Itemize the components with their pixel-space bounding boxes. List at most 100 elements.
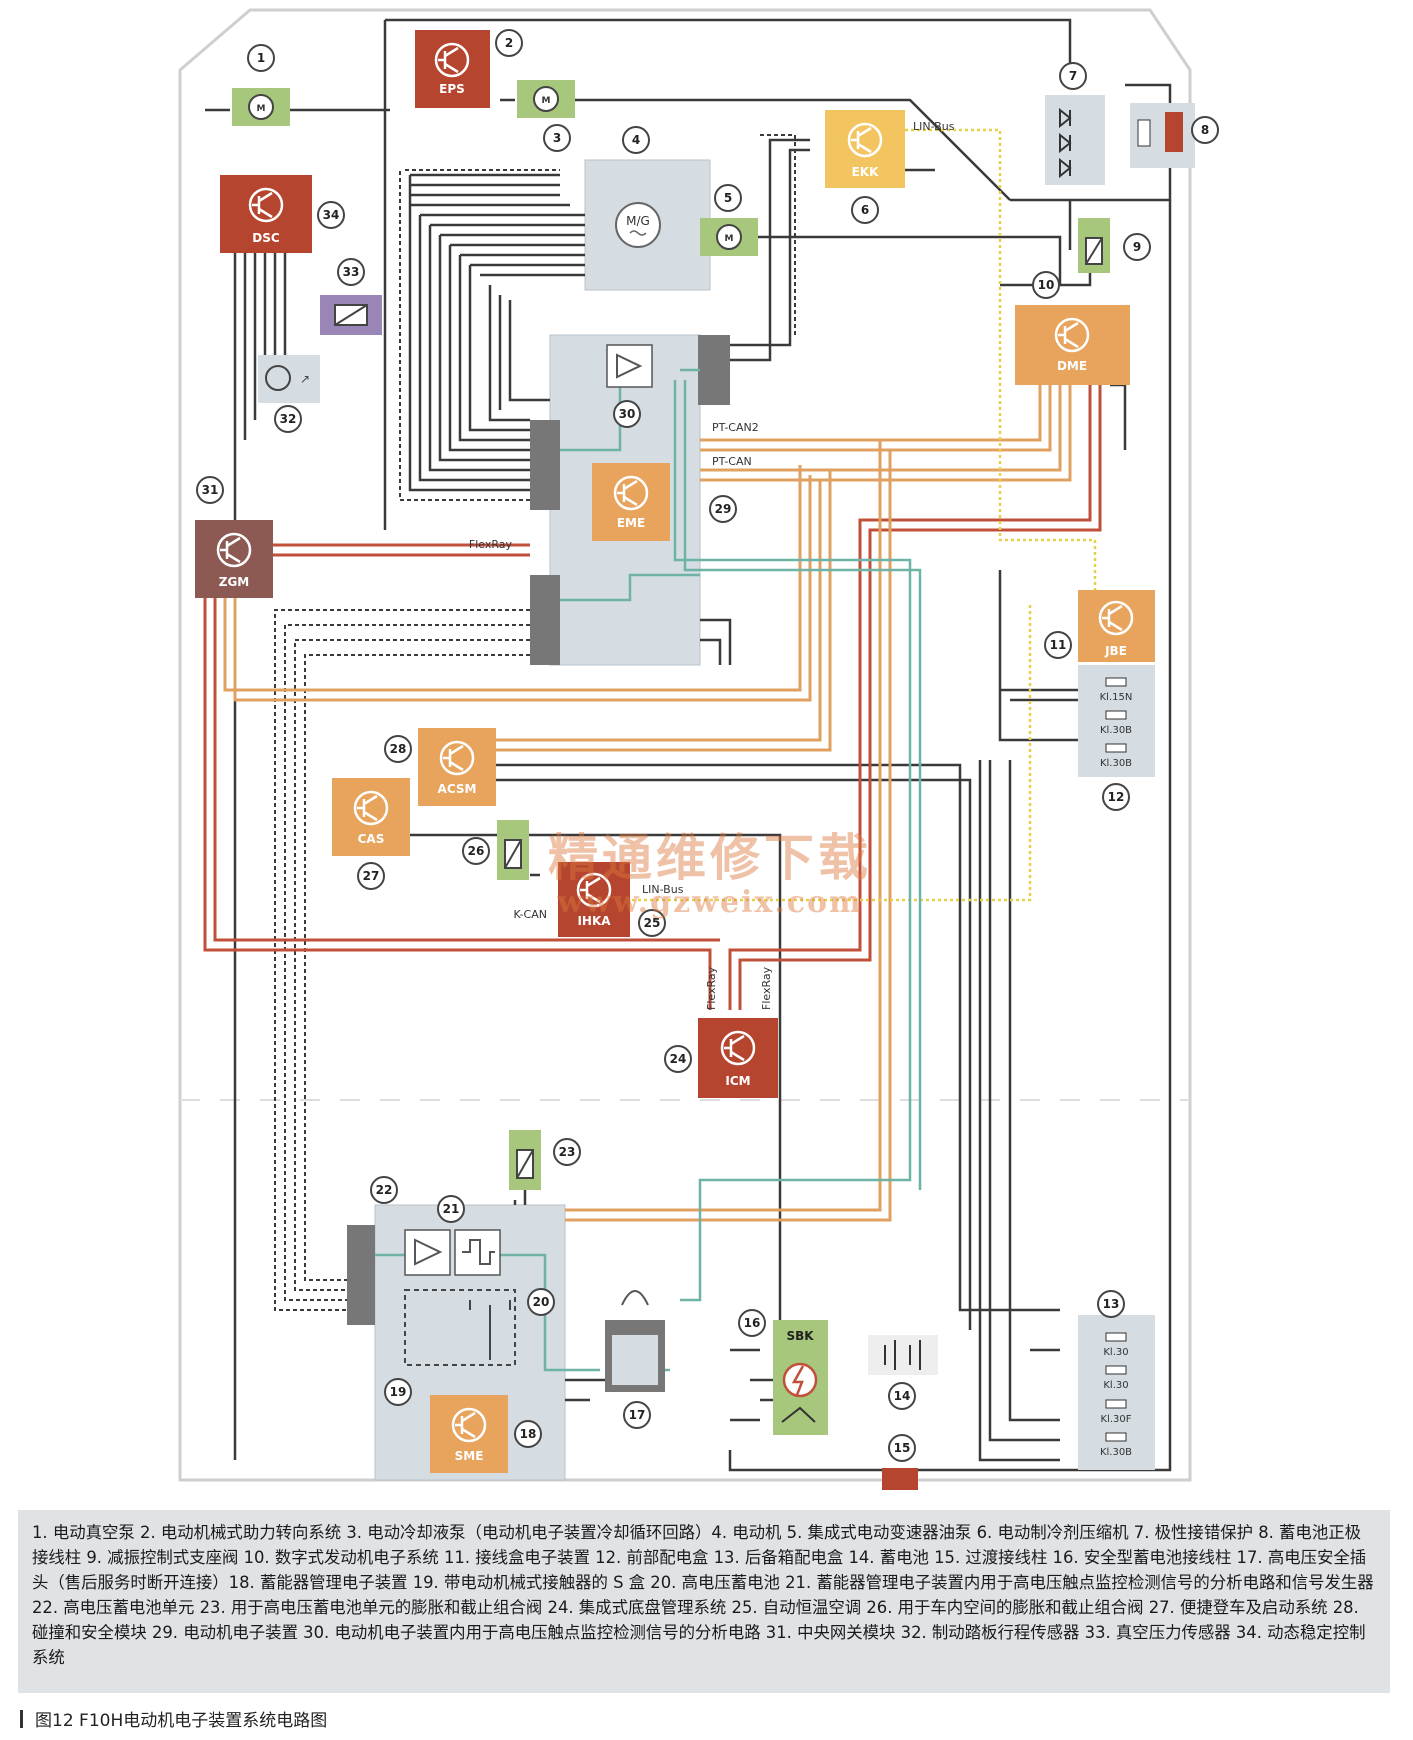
caption-text: 图12 F10H电动机电子装置系统电路图 <box>35 1711 328 1731</box>
callout-number: 15 <box>894 1441 911 1455</box>
hv-safety-plug <box>605 1290 665 1392</box>
ecu-eme: EME <box>592 463 670 541</box>
svg-text:EPS: EPS <box>439 82 465 96</box>
transmission-oil-pump: M <box>700 218 758 256</box>
fuse-icon <box>1105 677 1127 687</box>
pt-can2-label: PT-CAN2 <box>712 421 759 434</box>
callout-number: 20 <box>533 1295 550 1309</box>
callout-number: 34 <box>323 208 340 222</box>
callout-number: 24 <box>670 1052 687 1066</box>
svg-text:IHKA: IHKA <box>577 914 611 928</box>
callout-circle <box>495 29 523 57</box>
callout-number: 13 <box>1103 1297 1120 1311</box>
callout-circle <box>1044 631 1072 659</box>
brake-pedal-sensor: ↗ <box>258 355 320 403</box>
callout-circle <box>851 196 879 224</box>
battery-valve <box>509 1130 541 1190</box>
eme-connector-top <box>698 335 730 405</box>
callout-number: 4 <box>632 133 640 147</box>
callout-number: 3 <box>553 131 561 145</box>
terminal-label: Kl.30B <box>1100 758 1132 769</box>
callout-number: 7 <box>1069 69 1077 83</box>
legend: 1. 电动真空泵 2. 电动机械式助力转向系统 3. 电动冷却液泵（电动机电子装… <box>18 1510 1390 1693</box>
svg-text:CAS: CAS <box>358 832 385 846</box>
callout-number: 10 <box>1038 278 1055 292</box>
callout-circle <box>384 735 412 763</box>
eme-analysis-circuit <box>606 344 653 388</box>
ecu-dsc: DSC <box>220 175 312 253</box>
svg-text:↗: ↗ <box>300 372 310 386</box>
k-can-label: K-CAN <box>514 908 547 921</box>
callout-circle <box>370 1176 398 1204</box>
fuse-icon <box>1105 743 1127 753</box>
pt-can-label: PT-CAN <box>712 455 752 468</box>
callout-circle <box>888 1382 916 1410</box>
callout-number: 23 <box>559 1145 576 1159</box>
callout-circle <box>1191 116 1219 144</box>
svg-text:ACSM: ACSM <box>438 782 477 796</box>
vacuum-pump: M <box>232 88 290 126</box>
svg-text:M: M <box>257 104 266 114</box>
ecu-sme: SME <box>430 1395 508 1473</box>
callout-number: 18 <box>520 1427 537 1441</box>
callout-circle <box>1032 271 1060 299</box>
callout-circle <box>1097 1290 1125 1318</box>
figure-caption: 图12 F10H电动机电子装置系统电路图 <box>20 1706 327 1731</box>
terminal-label: Kl.30B <box>1100 1447 1132 1458</box>
fuse-icon <box>1105 1332 1127 1342</box>
callout-number: 27 <box>363 869 380 883</box>
svg-text:M: M <box>542 96 551 106</box>
ecu-jbe: JBE <box>1078 590 1155 662</box>
callout-number: 9 <box>1133 240 1141 254</box>
fuse-icon <box>1105 1432 1127 1442</box>
damping-valve <box>1078 218 1110 273</box>
eme-connector-bot <box>530 575 560 665</box>
callout-number: 26 <box>468 844 485 858</box>
callout-circle <box>462 837 490 865</box>
callout-number: 2 <box>505 36 513 50</box>
circuit-diagram: EPS EKK DSC DME EME ZGM JBE ACSM CAS <box>178 8 1219 1490</box>
ecu-acsm: ACSM <box>418 728 496 806</box>
callout-number: 17 <box>629 1408 646 1422</box>
callout-number: 29 <box>715 502 732 516</box>
terminal-label: Kl.30 <box>1103 1347 1128 1358</box>
callout-number: 30 <box>619 407 636 421</box>
lin-bus-bottom-label: LIN-Bus <box>642 883 684 896</box>
callout-circle <box>274 405 302 433</box>
battery-positive-terminal <box>1130 103 1195 168</box>
callout-number: 14 <box>894 1389 911 1403</box>
callout-number: 8 <box>1201 123 1209 137</box>
callout-number: 12 <box>1108 790 1125 804</box>
callout-circle <box>1102 783 1130 811</box>
callout-circle <box>1059 62 1087 90</box>
callout-circle <box>196 476 224 504</box>
coolant-pump: M <box>517 80 575 118</box>
callout-number: 22 <box>376 1183 393 1197</box>
terminal-label: Kl.30F <box>1101 1414 1132 1425</box>
ecu-dme: DME <box>1015 305 1130 385</box>
polarity-protection <box>1045 95 1105 185</box>
callout-circle <box>613 400 641 428</box>
ecu-cas: CAS <box>332 778 410 856</box>
battery-connector <box>347 1225 375 1325</box>
svg-text:M/G: M/G <box>626 214 650 228</box>
junction-terminal <box>882 1468 918 1490</box>
svg-text:DSC: DSC <box>252 231 280 245</box>
12v-battery <box>868 1335 938 1375</box>
eme-connector-mid <box>530 420 560 510</box>
callout-circle <box>714 184 742 212</box>
callout-number: 28 <box>390 742 407 756</box>
flexray-main-label: FlexRay <box>469 538 513 551</box>
callout-circle <box>317 201 345 229</box>
callout-number: 32 <box>280 412 297 426</box>
callout-circle <box>357 862 385 890</box>
terminal-label: Kl.30B <box>1100 725 1132 736</box>
callout-number: 21 <box>443 1202 460 1216</box>
svg-text:M: M <box>725 234 734 244</box>
callout-number: 6 <box>861 203 869 217</box>
fuse-icon <box>1105 710 1127 720</box>
callout-number: 11 <box>1050 638 1067 652</box>
callout-number: 33 <box>343 265 360 279</box>
ecu-eps: EPS <box>415 30 490 108</box>
svg-text:ICM: ICM <box>725 1074 750 1088</box>
